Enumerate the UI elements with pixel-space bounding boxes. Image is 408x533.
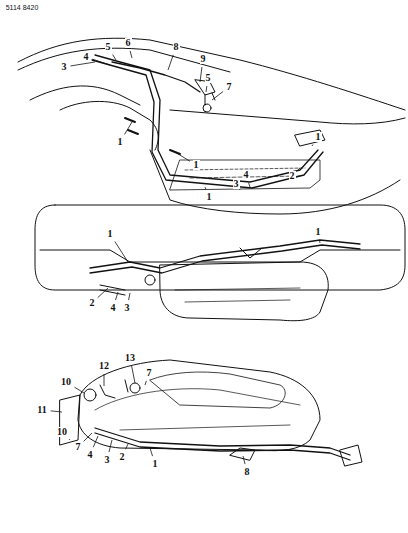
callout-number: 4 [83, 52, 90, 62]
callout-number: 6 [125, 38, 132, 48]
leader-line [168, 55, 173, 70]
leader-line [205, 187, 207, 189]
callout-number: 1 [206, 192, 213, 202]
drawing-code: 5114 8420 [5, 4, 40, 12]
callout-number: 1 [152, 459, 159, 469]
leader-line [113, 55, 116, 60]
leader-line [249, 183, 250, 187]
callout-number: 1 [315, 132, 322, 142]
leader-line [175, 152, 190, 161]
callout-number: 3 [233, 179, 240, 189]
underbody-view-top [18, 38, 405, 214]
callout-number: 5 [205, 73, 212, 83]
leader-line [51, 411, 62, 412]
callout-number: 1 [315, 227, 322, 237]
callout-number: 4 [87, 450, 94, 460]
leader-line [206, 86, 208, 92]
callout-number: 9 [200, 54, 207, 64]
leader-line [109, 440, 112, 452]
leader-line [75, 387, 84, 393]
callout-number: 3 [61, 62, 68, 72]
leader-line [130, 51, 132, 58]
leader-line [150, 448, 153, 456]
callout-number: 2 [89, 298, 96, 308]
leader-line [93, 436, 98, 447]
callout-number: 3 [104, 455, 111, 465]
callout-number: 2 [289, 171, 296, 181]
callout-number: 8 [244, 467, 251, 477]
leader-line [200, 67, 202, 82]
leader-line [212, 91, 223, 100]
callout-number: 4 [110, 303, 117, 313]
callout-number: 4 [243, 170, 250, 180]
leader-line [132, 366, 135, 383]
callout-number: 11 [36, 405, 47, 415]
callout-number: 1 [193, 160, 200, 170]
leader-line [69, 439, 71, 441]
callout-number: 7 [75, 442, 82, 452]
callout-number: 1 [117, 137, 124, 147]
leader-line [129, 293, 130, 300]
leader-line [125, 122, 132, 134]
leader-line [298, 168, 300, 170]
leader-line [70, 62, 95, 66]
callout-number: 10 [56, 427, 68, 437]
callout-number: 3 [124, 303, 131, 313]
leader-line [98, 288, 108, 298]
leader-line [115, 242, 128, 262]
underbody-view-middle [35, 205, 405, 321]
callout-number: 10 [60, 377, 72, 387]
leader-line [312, 144, 313, 146]
callout-number: 8 [173, 42, 180, 52]
callout-number: 7 [146, 368, 153, 378]
leader-line [115, 292, 118, 300]
leader-line [92, 59, 110, 65]
callout-number: 12 [98, 361, 110, 371]
leader-line [104, 374, 105, 386]
leader-line [126, 444, 128, 449]
leader-line [84, 433, 92, 441]
leader-line [243, 456, 245, 464]
leader-line [319, 240, 321, 243]
callout-number: 5 [105, 42, 112, 52]
callout-number: 7 [226, 82, 233, 92]
callout-number: 1 [107, 229, 114, 239]
leader-line [145, 381, 146, 385]
callout-number: 13 [124, 353, 136, 363]
fuel-tank-view [60, 360, 362, 466]
callout-number: 2 [119, 452, 126, 462]
